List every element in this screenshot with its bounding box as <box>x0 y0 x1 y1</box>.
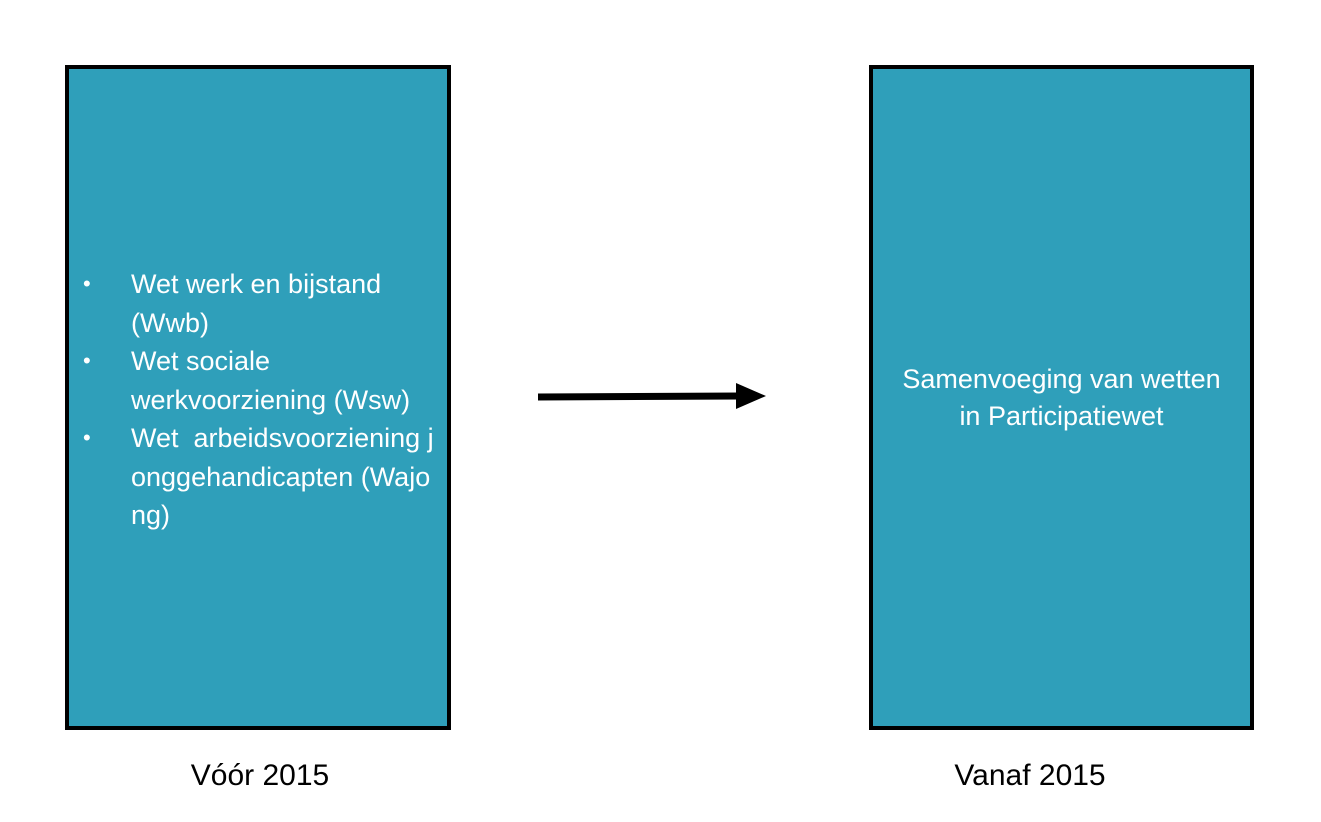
law-list: • Wet werk en bijstand (Wwb) • Wet sociale… <box>79 265 434 535</box>
list-item: • Wet sociale werkvoorziening (Wsw) <box>79 342 434 419</box>
bullet-icon: • <box>83 348 91 373</box>
before-2015-box: • Wet werk en bijstand (Wwb) • Wet sociale… <box>65 65 451 730</box>
law-item-wajong: Wet arbeidsvoorziening jonggehandicapten… <box>131 423 434 530</box>
law-item-wwb: Wet werk en bijstand (Wwb) <box>131 269 382 338</box>
law-item-wsw: Wet sociale werkvoorziening (Wsw) <box>131 346 411 415</box>
participatiewet-text: Samenvoeging van wetten in Participatiew… <box>902 364 1221 431</box>
arrow-right-icon <box>537 383 766 409</box>
list-item: • Wet werk en bijstand (Wwb) <box>79 265 434 342</box>
caption-from-2015: Vanaf 2015 <box>954 759 1106 792</box>
bullet-icon: • <box>83 271 91 296</box>
bullet-icon: • <box>83 425 91 450</box>
caption-before-2015: Vóór 2015 <box>190 759 330 792</box>
from-2015-box: Samenvoeging van wetten in Participatiew… <box>869 65 1254 730</box>
list-item: • Wet arbeidsvoorziening jonggehandicapte… <box>79 419 434 535</box>
